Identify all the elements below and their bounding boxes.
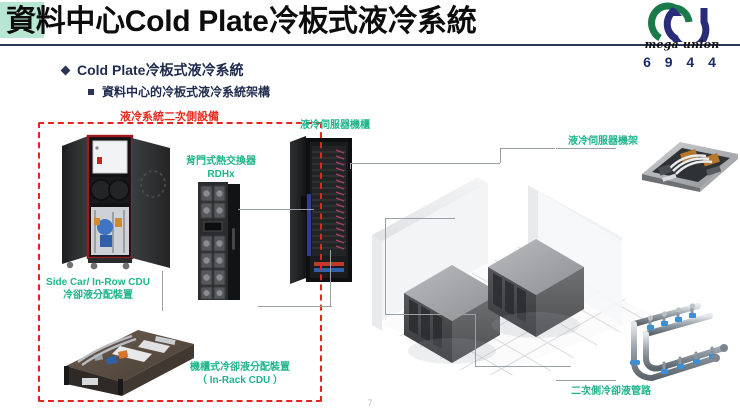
bullet-level1-label: Cold Plate冷板式液冷系統 (77, 62, 244, 78)
bullet-level2: 資料中心的冷板式液冷系統架構 (88, 83, 270, 100)
leader-line-server-rack (350, 163, 500, 164)
label-in-rack-cdu: 機櫃式冷卻液分配裝置 （ In-Rack CDU ） (150, 361, 330, 387)
page-title: 資料中心Cold Plate冷板式液冷系統 (6, 5, 477, 38)
logo-mark-icon (648, 2, 710, 42)
label-in-rack-cdu-line1: 機櫃式冷卻液分配裝置 (190, 362, 290, 373)
label-side-car-line2: 冷卻液分配裝置 (63, 290, 133, 301)
leader-line-room-c (385, 314, 475, 315)
leader-line-secondary-pipe (475, 366, 571, 367)
bullet-level1: Cold Plate冷板式液冷系統 (60, 60, 244, 80)
isometric-datacenter-illustration (372, 177, 650, 375)
logo-wordmark: mega union (644, 38, 720, 51)
leader-line-side-car-v (162, 271, 163, 311)
diamond-bullet-icon (60, 65, 71, 75)
liquid-cooled-server-rack-illustration (290, 136, 352, 284)
title-highlight-block (0, 2, 44, 38)
leader-line-room-b (385, 218, 386, 314)
side-car-in-row-cdu-illustration (62, 134, 170, 270)
label-server-tray-line1: 液冷伺服器機架 (568, 136, 638, 147)
bullet-level2-label: 資料中心的冷板式液冷系統架構 (102, 85, 271, 99)
leader-line-room-d (475, 314, 476, 366)
leader-line-in-rack-cdu-v (330, 250, 331, 306)
leader-line-in-rack-cdu-h (258, 306, 332, 307)
leader-line-secondary-pipe-2 (556, 380, 616, 381)
label-in-rack-cdu-line2: （ In-Rack CDU ） (196, 375, 284, 386)
leader-line-room-a (385, 218, 455, 219)
leader-line-server-tray (500, 148, 555, 149)
label-rdhx-line2: RDHx (207, 169, 235, 180)
leader-elbow-server-tray (500, 148, 501, 163)
page-number: 7 (367, 398, 373, 408)
secondary-coolant-piping-illustration (630, 303, 728, 382)
label-side-car-in-row-cdu: Side Car/ In-Row CDU 冷卻液分配裝置 (18, 276, 178, 302)
label-side-car-line1: Side Car/ In-Row CDU (46, 277, 150, 288)
leader-tick-server-rack (350, 163, 351, 169)
secondary-side-equipment-boundary (38, 122, 322, 402)
secondary-side-equipment-label: 液冷系統二次側設備 (120, 111, 219, 123)
label-rdhx-line1: 背門式熱交換器 (186, 156, 256, 167)
label-secondary-pipe-line1: 二次側冷卻液管路 (571, 386, 651, 397)
leader-line-server-tray-2 (556, 148, 616, 149)
label-secondary-coolant-piping: 二次側冷卻液管路 (546, 385, 676, 398)
square-bullet-icon (88, 88, 94, 95)
rdhx-rear-door-heat-exchanger-illustration (198, 182, 240, 300)
label-rdhx: 背門式熱交換器 RDHx (166, 155, 276, 181)
liquid-cooled-server-tray-illustration (642, 142, 738, 192)
logo-stock-code: 6 9 4 4 (643, 54, 721, 70)
label-liquid-cooled-rack-line1: 液冷伺服器機櫃 (300, 120, 370, 131)
label-liquid-cooled-rack: 液冷伺服器機櫃 (280, 119, 390, 132)
in-rack-cdu-illustration (64, 330, 194, 396)
leader-line-rdhx (238, 209, 314, 210)
mega-union-logo: mega union 6 9 4 4 (630, 2, 734, 74)
label-liquid-cooled-server-tray: 液冷伺服器機架 (548, 135, 658, 148)
title-divider (0, 44, 740, 46)
